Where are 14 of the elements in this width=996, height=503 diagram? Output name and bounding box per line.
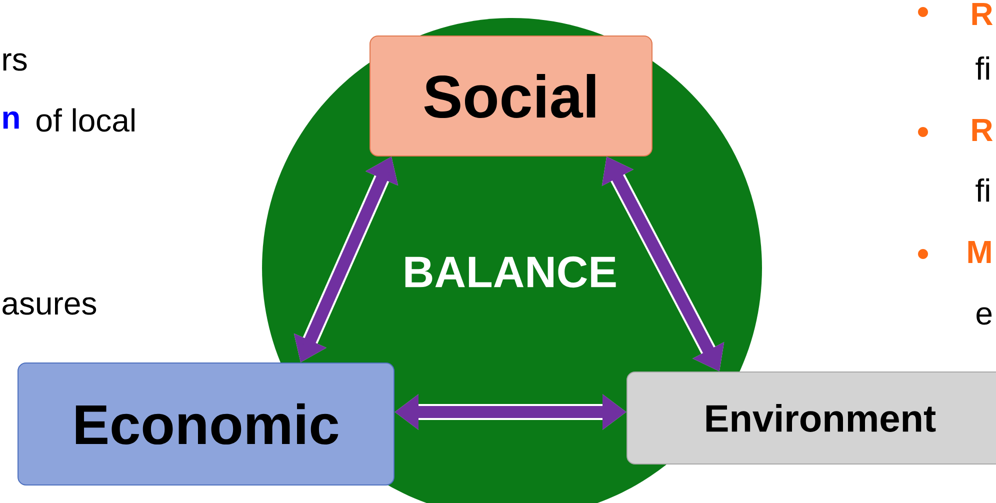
text-fragment: of local (36, 108, 134, 132)
process-box: Environment (626, 372, 996, 464)
text-fragment: R (972, 119, 993, 141)
text-fragment: e (976, 307, 992, 325)
text-fragment: M (968, 241, 991, 263)
text-fragment: asures (2, 297, 96, 315)
balance-label: BALANCE (405, 256, 616, 288)
text-fragment: fi (976, 178, 990, 202)
process-box: Economic (18, 362, 394, 486)
process-box: Social (370, 36, 652, 156)
text-fragment: rs (3, 53, 27, 71)
text-fragment: n (3, 111, 19, 129)
text-fragment: R (972, 3, 993, 25)
text-fragment: fi (976, 56, 990, 80)
